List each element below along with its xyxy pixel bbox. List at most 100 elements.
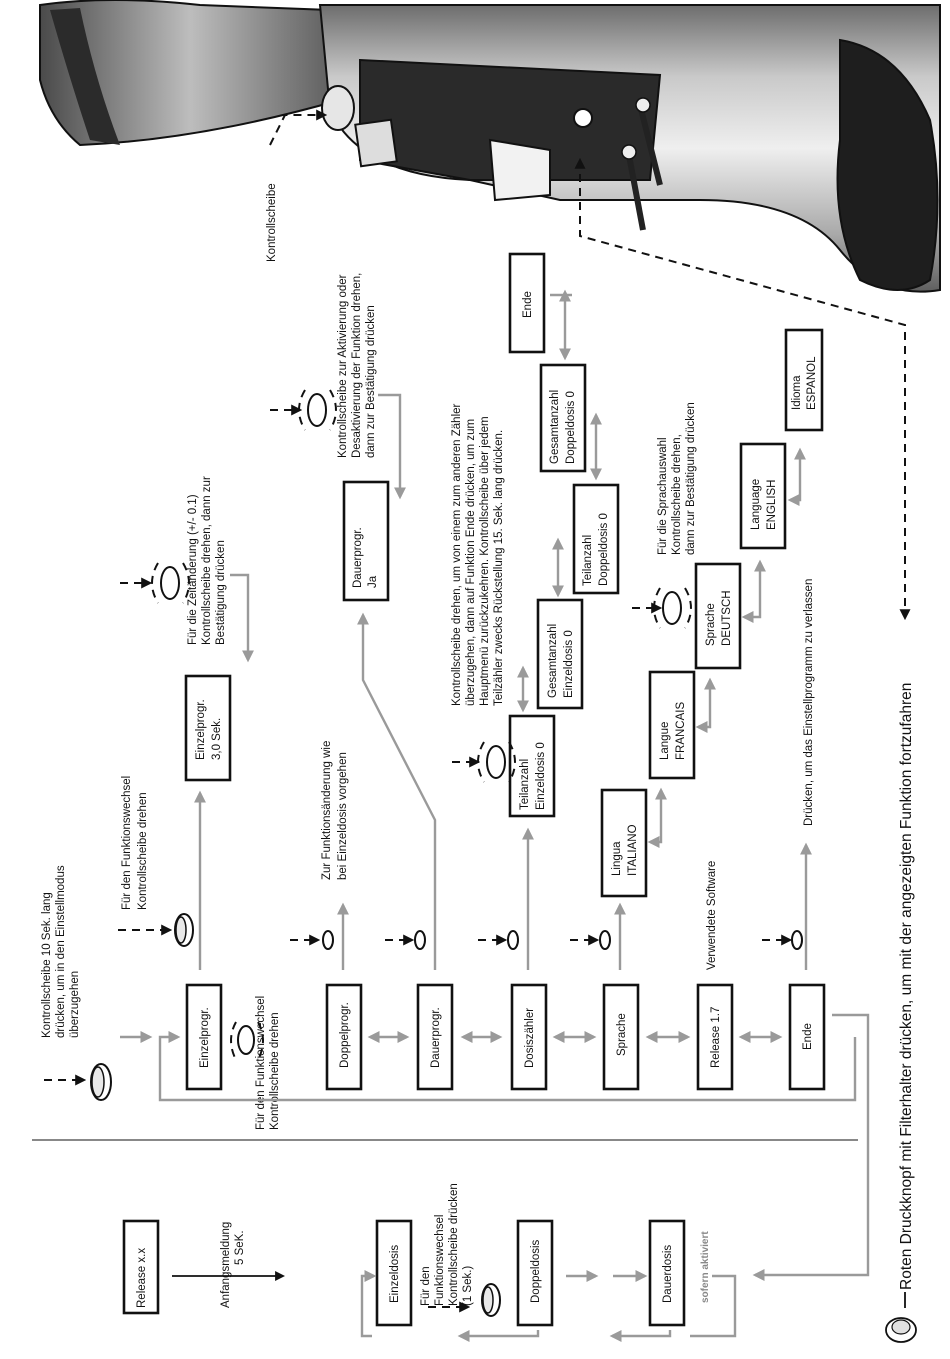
aktivierung-l1: Kontrollscheibe zur Aktivierung oder — [337, 274, 349, 458]
lingua-italiano-box — [600, 788, 648, 898]
menu-release-label: Release 1.7 — [710, 1007, 722, 1068]
einzeldosis-box — [375, 1219, 413, 1327]
zeitaenderung-l1: Für die Zeitänderung (+/- 0.1) — [187, 494, 199, 645]
anfangsmeldung-line1: Anfangsmeldung — [220, 1222, 232, 1308]
dauerdosis-box — [648, 1219, 686, 1327]
zur-funktionsaenderung-l2: bei Einzeldosis vorgehen — [337, 752, 349, 880]
dauerdosis-label: Dauerdosis — [662, 1245, 674, 1303]
knob-icon — [599, 930, 611, 950]
funktionswechsel-1s-l1: Für den — [420, 1266, 432, 1306]
zaehler-note-l3: Hauptmenü zurückzukehren. Kontrollscheib… — [479, 416, 491, 706]
idioma-espanol-l1: Idioma — [791, 375, 803, 410]
teilanzahl-einzeldosis-l1: Teilanzahl — [519, 759, 531, 810]
teilanzahl-einzeldosis-box — [508, 714, 556, 818]
gesamtanzahl-einzeldosis-l2: Einzeldosis 0 — [563, 630, 575, 698]
language-english-box — [739, 442, 787, 550]
menu-doppelprogr-label: Doppelprogr. — [339, 1002, 351, 1068]
teilanzahl-doppeldosis-l2: Doppeldosis 0 — [598, 513, 610, 586]
ende-box — [508, 252, 546, 354]
sprachauswahl-l1: Für die Sprachauswahl — [657, 437, 669, 555]
footer-dashed-arrow — [574, 157, 911, 621]
zur-funktionsaenderung-l1: Zur Funktionsänderung wie — [321, 741, 333, 880]
doppeldosis-label: Doppeldosis — [530, 1239, 542, 1303]
funktionswechsel-1s-l2: Funktionswechsel — [434, 1215, 446, 1306]
gesamtanzahl-einzeldosis-l1: Gesamtanzahl — [547, 624, 559, 698]
zeitaenderung-l2: Kontrollscheibe drehen, dann zur — [201, 476, 213, 645]
funktionswechsel-1s-l4: (1 Sek.) — [462, 1266, 474, 1306]
dauerprogr-value-l2: Ja — [367, 575, 379, 588]
menu-sprache-box — [602, 983, 640, 1091]
doppeldosis-box — [516, 1219, 554, 1327]
langue-francais-l1: Langue — [659, 722, 671, 760]
aktivierung-l3: dann zur Bestätigung drücken — [365, 305, 377, 458]
gesamtanzahl-doppeldosis-l1: Gesamtanzahl — [549, 390, 561, 464]
language-english-l2: ENGLISH — [766, 480, 778, 531]
sprache-deutsch-l2: DEUTSCH — [721, 590, 733, 646]
einzeldosis-label: Einzeldosis — [389, 1245, 401, 1303]
teilanzahl-doppeldosis-l1: Teilanzahl — [582, 535, 594, 586]
release-xx-box — [122, 1219, 160, 1315]
menu-dosiszaehler-box — [510, 983, 548, 1091]
red-button-icon — [885, 1317, 917, 1343]
sprachauswahl-l3: dann zur Bestätigung drücken — [685, 402, 697, 555]
menu-ende-label: Ende — [802, 1023, 814, 1050]
zaehler-note-l2: überzugehen, dann auf Funktion Ende drüc… — [465, 419, 477, 706]
lingua-italiano-l1: Lingua — [611, 841, 623, 876]
funktionswechsel-drehen-a-l2: Kontrollscheibe drehen — [269, 1012, 281, 1130]
zaehler-note-l1: Kontrollscheibe drehen, um von einem zum… — [451, 403, 463, 706]
knob-icon — [414, 930, 426, 950]
menu-release-box — [696, 983, 734, 1091]
einzelprogr-value-l1: Einzelprogr. — [195, 699, 207, 760]
gesamtanzahl-doppeldosis-box — [539, 363, 587, 473]
idioma-espanol-box — [784, 328, 824, 432]
menu-dosiszaehler-label: Dosiszähler — [524, 1008, 536, 1068]
gesamtanzahl-doppeldosis-l2: Doppeldosis 0 — [565, 391, 577, 464]
teilanzahl-einzeldosis-l2: Einzeldosis 0 — [535, 742, 547, 810]
menu-dauerprogr-box — [416, 983, 454, 1091]
knob-icon — [90, 1063, 112, 1101]
aktivierung-l2: Desaktivierung der Funktion drehen, — [351, 273, 363, 458]
menu-doppelprogr-box — [325, 983, 363, 1091]
rotate-knob-icon — [151, 562, 190, 604]
funktionswechsel-drehen-b-l1: Für den Funktionswechsel — [121, 776, 133, 910]
dauerprogr-value-l1: Dauerprogr. — [352, 527, 364, 588]
zaehler-note-l4: Teilzähler zwecks Rückstellung 15. Sek. … — [493, 430, 505, 706]
druecken-verlassen-label: Drücken, um das Einstellprogramm zu verl… — [803, 579, 815, 826]
sprache-deutsch-l1: Sprache — [705, 603, 717, 646]
anfangsmeldung-line2: 5 SeK. — [234, 1230, 246, 1265]
sofern-aktiviert-label: sofern aktiviert — [700, 1231, 711, 1303]
menu-dauerprogr-label: Dauerprogr. — [430, 1007, 442, 1068]
kontrollscheibe-10s-l3: überzugehen — [69, 971, 81, 1038]
teilanzahl-doppeldosis-box — [572, 483, 620, 595]
menu-einzelprogr-box — [185, 983, 223, 1091]
dauerprogr-value-box — [342, 480, 390, 602]
rotate-knob-icon — [653, 587, 692, 629]
kontrollscheibe-label: Kontrollscheibe — [266, 183, 278, 262]
funktionswechsel-1s-l3: Kontrollscheibe drücken — [448, 1183, 460, 1306]
footer-instruction: Roten Druckknopf mit Filterhalter drücke… — [898, 683, 915, 1290]
zeitaenderung-l3: Bestätigung drücken — [215, 540, 227, 645]
language-english-l1: Language — [750, 479, 762, 530]
idioma-espanol-l2: ESPANOL — [806, 356, 818, 410]
knob-icon — [791, 930, 803, 950]
langue-francais-l2: FRANCAIS — [675, 702, 687, 760]
espresso-machine-illustration — [39, 0, 941, 293]
release-xx-label: Release x.x — [136, 1248, 148, 1308]
knob-icon — [174, 913, 194, 947]
funktionswechsel-drehen-a-l1: Für den Funktionswechsel — [255, 996, 267, 1130]
ende-box-label: Ende — [522, 291, 534, 318]
sprache-deutsch-box — [694, 562, 742, 670]
einzelprogr-value-box — [184, 674, 232, 782]
rotate-knob-icon — [298, 389, 337, 431]
funktionswechsel-drehen-b-l2: Kontrollscheibe drehen — [137, 792, 149, 910]
knob-icon — [507, 930, 519, 950]
sprachauswahl-l2: Kontrollscheibe drehen, — [671, 434, 683, 555]
rotate-knob-icon — [477, 741, 516, 783]
rotate-knob-icon — [230, 1021, 264, 1061]
verwendete-software-label: Verwendete Software — [706, 861, 718, 970]
knob-icon — [322, 930, 334, 950]
menu-ende-box — [788, 983, 826, 1091]
menu-sprache-label: Sprache — [616, 1013, 628, 1056]
knob-icon — [481, 1283, 501, 1317]
